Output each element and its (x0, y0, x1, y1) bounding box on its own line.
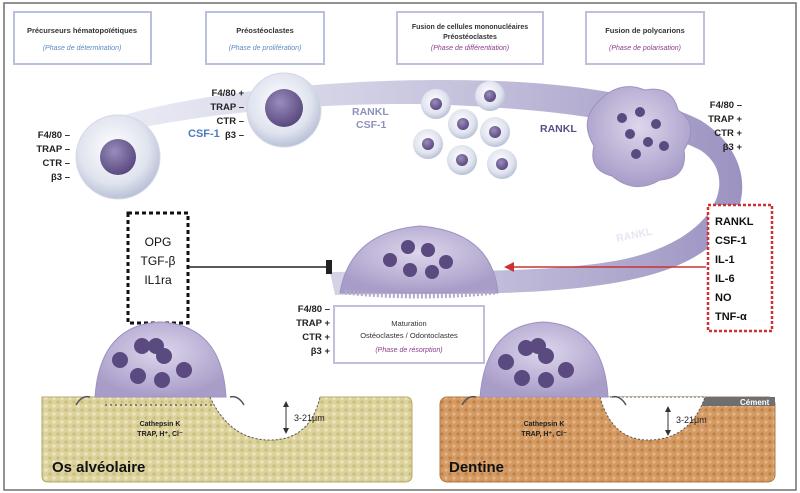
stimulation-arrowhead (504, 262, 514, 272)
precursor-markers: F4/80 – TRAP – CTR – β3 – (36, 130, 70, 183)
inhibition-bar (326, 260, 332, 274)
marker: β3 – (51, 172, 70, 183)
stage-3-title: Fusion de cellules mononucléaires (412, 24, 528, 31)
stage-box-1: Précurseurs hématopoïétiques (Phase de d… (13, 11, 152, 65)
stage-2-title: Préostéoclastes (236, 26, 294, 35)
bone-enzymes-1: Cathepsin K (140, 421, 181, 428)
stimulator-item: IL-1 (715, 254, 735, 266)
maturation-title: Maturation (391, 319, 426, 328)
stage-2-phase: (Phase de prolifération) (229, 45, 302, 52)
maturation-box: Maturation Ostéoclastes / Odontoclastes … (333, 305, 485, 364)
stage-3-title2: Préostéoclastes (443, 34, 497, 41)
polykaryon-markers: F4/80 – TRAP + CTR + β3 + (708, 100, 742, 153)
mature-osteoclast (339, 225, 499, 299)
stimulator-item: TNF-α (715, 311, 747, 323)
marker: F4/80 – (710, 100, 742, 111)
bone-panel: 3-21μm Cathepsin K TRAP, H⁺, Cl⁻ Os alvé… (41, 321, 413, 483)
stimulator-item: IL-6 (715, 273, 735, 285)
maturation-phase: (Phase de résorption) (375, 347, 442, 354)
dentin-depth: 3-21μm (676, 415, 707, 425)
polykaryon-cell (586, 86, 692, 187)
path-label-rankl-2: RANKL (352, 106, 389, 118)
dentin-label: Dentine (449, 459, 504, 476)
marker: CTR + (302, 332, 330, 343)
stage-4-phase: (Phase de polarisation) (609, 45, 681, 52)
bone-depth: 3-21μm (294, 413, 325, 423)
inhibitor-item: IL1ra (144, 273, 172, 287)
marker: TRAP + (708, 114, 742, 125)
marker: CTR + (714, 128, 742, 139)
stimulator-item: RANKL (715, 216, 754, 228)
stage-box-2: Préostéoclastes (Phase de prolifération) (205, 11, 325, 65)
cement-label: Cément (740, 398, 770, 407)
path-label-rankl: RANKL (540, 123, 577, 135)
path-label-csf1-2: CSF-1 (356, 119, 386, 131)
dentin-enzymes-2: TRAP, H⁺, Cl⁻ (521, 431, 567, 438)
path-label-rankl-3: RANKL (615, 225, 654, 244)
precursor-cell (75, 114, 161, 200)
marker: F4/80 – (298, 304, 330, 315)
inhibitor-item: OPG (145, 235, 172, 249)
stage-1-title: Précurseurs hématopoïétiques (27, 26, 137, 35)
mononuclear-cluster (413, 81, 517, 179)
marker: F4/80 + (212, 88, 245, 99)
inhibitor-item: TGF-β (141, 254, 176, 268)
bone-label: Os alvéolaire (52, 459, 145, 476)
marker: F4/80 – (38, 130, 70, 141)
stage-4-title: Fusion de polycarions (605, 26, 685, 35)
stimulator-item: CSF-1 (715, 235, 747, 247)
marker: β3 – (225, 130, 244, 141)
dentin-panel: 3-21μm Cément Cathepsin K TRAP, H⁺, Cl⁻ … (439, 321, 776, 483)
marker: TRAP – (36, 144, 70, 155)
marker: β3 + (723, 142, 743, 153)
marker: TRAP + (296, 318, 330, 329)
stage-box-3: Fusion de cellules mononucléaires Préost… (396, 11, 544, 65)
stage-1-phase: (Phase de détermination) (43, 45, 122, 52)
stimulator-item: NO (715, 292, 732, 304)
mature-markers: F4/80 – TRAP + CTR + β3 + (296, 304, 330, 357)
maturation-title2: Ostéoclastes / Odontoclastes (360, 331, 458, 340)
outer-frame (3, 2, 797, 491)
stage-3-phase: (Phase de différentiation) (431, 45, 509, 52)
marker: β3 + (311, 346, 331, 357)
marker: CTR – (217, 116, 244, 127)
inhibitor-box: OPG TGF-β IL1ra (126, 211, 190, 325)
stage-box-4: Fusion de polycarions (Phase de polarisa… (585, 11, 705, 65)
bone-enzymes-2: TRAP, H⁺, Cl⁻ (137, 431, 183, 438)
dentin-enzymes-1: Cathepsin K (524, 421, 565, 428)
stimulator-box: RANKL CSF-1 IL-1 IL-6 NO TNF-α (706, 203, 774, 333)
marker: TRAP – (210, 102, 244, 113)
preosteoclast-cell (246, 72, 322, 148)
preosteoclast-markers: F4/80 + TRAP – CTR – β3 – (210, 88, 244, 141)
path-label-csf1: CSF-1 (188, 128, 220, 140)
marker: CTR – (43, 158, 70, 169)
